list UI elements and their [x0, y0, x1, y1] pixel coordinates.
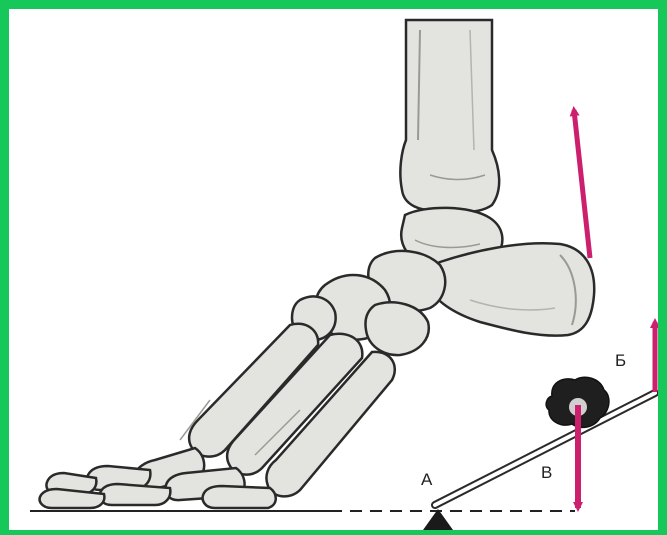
fulcrum-triangle — [423, 509, 453, 530]
tibia-bone — [400, 20, 499, 212]
label-effort: Б — [615, 351, 626, 370]
foot-lever-diagram: А Б В — [9, 9, 658, 530]
lever-bar-inner — [435, 393, 655, 505]
achilles-force-arrow — [574, 110, 590, 258]
calcaneus-bone — [429, 243, 594, 335]
figure-frame: А Б В — [9, 9, 658, 530]
label-load: В — [541, 463, 552, 482]
label-fulcrum: А — [421, 470, 433, 489]
